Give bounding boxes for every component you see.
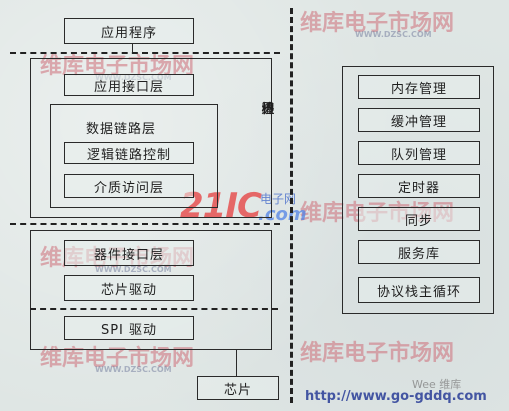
queue-management-box: 队列管理 xyxy=(358,141,480,165)
app-program-box: 应用程序 xyxy=(64,18,194,44)
device-interface-layer-box: 器件接口层 xyxy=(64,240,194,266)
watermark-logo-bottom-left: 维库电子市场网 xyxy=(40,346,195,371)
chip-box: 芯片 xyxy=(197,376,279,400)
boundary-char-1: 移 xyxy=(261,102,275,117)
stack-upper-container xyxy=(30,58,272,218)
watermark-bottom-wlog: Wee 维库 xyxy=(412,378,462,391)
boundary-char-4: 界 xyxy=(261,102,275,117)
boundary-char-2: 植 xyxy=(261,102,275,117)
app-interface-layer-box: 应用接口层 xyxy=(64,74,194,96)
watermark-logo-top-right: 维库电子市场网 xyxy=(300,11,455,36)
watermark-bottom-url: http://www.go-gddq.com xyxy=(305,389,487,404)
connector-to-chip-v2 xyxy=(236,364,237,376)
logical-link-control-box: 逻辑链路控制 xyxy=(64,142,194,164)
timer-box: 定时器 xyxy=(358,174,480,198)
buffer-management-box: 缓冲管理 xyxy=(358,108,480,132)
watermark-url-top-right: WWW.DZSC.COM xyxy=(355,30,432,39)
data-link-layer-title: 数据链路层 xyxy=(86,122,157,137)
portability-boundary-line xyxy=(290,8,293,403)
boundary-dash-middle xyxy=(10,223,280,225)
boundary-char-3: 边 xyxy=(261,102,275,117)
media-access-layer-box: 介质访问层 xyxy=(64,174,194,198)
stack-lower-container xyxy=(30,230,272,350)
os-services-container xyxy=(342,66,494,314)
connector-app-program xyxy=(132,44,133,52)
boundary-dash-top xyxy=(10,52,280,54)
service-library-box: 服务库 xyxy=(358,240,480,264)
watermark-url-bottom-left: WWW.DZSC.COM xyxy=(95,365,172,374)
watermark-url-mid-left: WWW.DZSC.COM xyxy=(95,265,172,274)
chip-driver-box: 芯片驱动 xyxy=(64,275,194,301)
watermark-21ic-com: .com xyxy=(258,204,307,225)
spi-driver-box: SPI 驱动 xyxy=(64,316,194,340)
watermark-21ic-sub: 电子网 xyxy=(260,192,297,206)
protocol-stack-main-loop-box: 协议栈主循环 xyxy=(358,277,480,303)
memory-management-box: 内存管理 xyxy=(358,75,480,99)
boundary-dash-bottom xyxy=(30,308,278,310)
connector-to-chip-v1 xyxy=(236,350,237,364)
synchronization-box: 同步 xyxy=(358,207,480,231)
watermark-logo-bottom-right: 维库电子市场网 xyxy=(300,341,455,366)
data-link-layer-box xyxy=(50,104,218,208)
